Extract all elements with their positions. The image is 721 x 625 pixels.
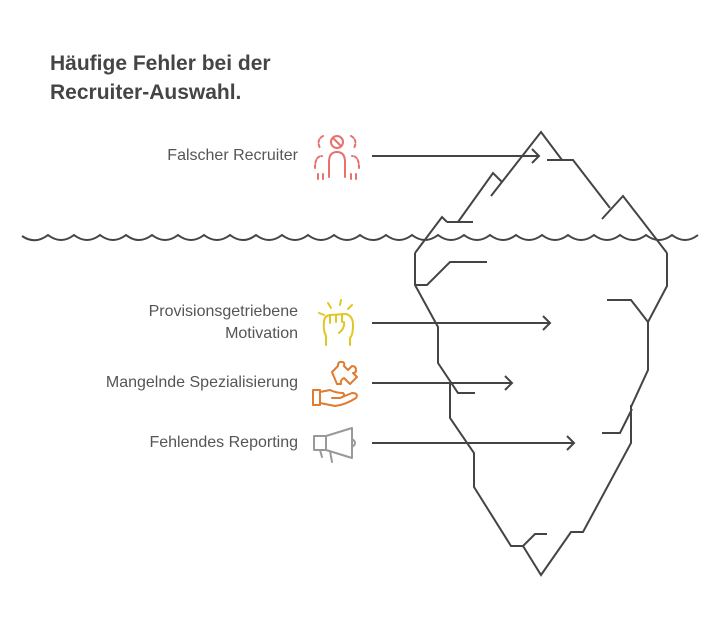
arrows — [372, 148, 576, 451]
arrow-reporting — [372, 435, 576, 451]
iceberg-body — [414, 253, 668, 577]
hand-puzzle-icon — [312, 360, 358, 407]
title-line-2: Recruiter-Auswahl. — [50, 81, 242, 104]
arrow-spezialisierung — [372, 375, 514, 391]
label-provisionsgetriebene-motivation: Provisionsgetriebene Motivation — [149, 301, 298, 345]
diagram-title: Häufige Fehler bei der Recruiter-Auswahl… — [50, 49, 271, 107]
label-line-2: Motivation — [225, 325, 298, 342]
label-line-1: Provisionsgetriebene — [148, 303, 298, 320]
title-line-1: Häufige Fehler bei der — [50, 52, 271, 75]
fist-icon — [318, 299, 354, 346]
label-falscher-recruiter: Falscher Recruiter — [167, 147, 298, 164]
iceberg-tip — [414, 130, 668, 254]
arrow-provisions — [372, 315, 552, 331]
label-mangelnde-spezialisierung: Mangelnde Spezialisierung — [105, 374, 298, 391]
arrow-falscher-recruiter — [372, 148, 541, 164]
people-ban-icon — [314, 135, 360, 180]
label-fehlendes-reporting: Fehlendes Reporting — [149, 434, 298, 451]
megaphone-icon — [313, 427, 356, 463]
water-line — [21, 233, 699, 242]
